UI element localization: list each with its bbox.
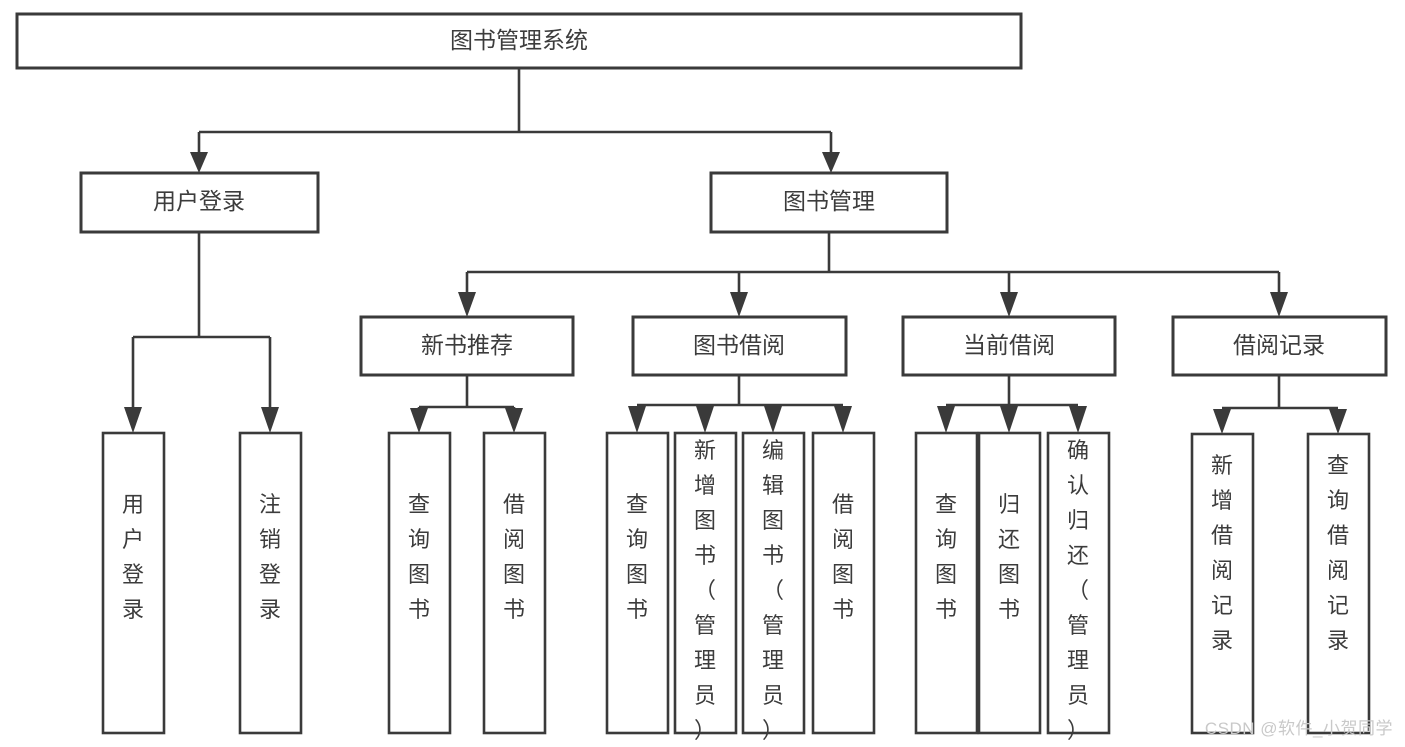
leaf-new-book-recommend-1[interactable]: 借阅图书 [482,431,547,735]
connector-borrow-record-to-leaves [1213,375,1347,434]
leaf-book-borrow-0[interactable]: 查询图书 [605,431,670,735]
node-book-borrow[interactable]: 图书借阅 [631,315,848,377]
book-borrow-label: 图书借阅 [693,332,785,358]
leaf-label: 新增图书（管理员） [694,438,716,743]
leaf-box [387,431,452,735]
connector-book-manage-to-level3 [458,232,1288,317]
leaf-current-borrow-0[interactable]: 查询图书 [914,431,979,735]
borrow-record-label: 借阅记录 [1233,332,1325,358]
node-new-book-recommend[interactable]: 新书推荐 [359,315,575,377]
leaf-book-borrow-3[interactable]: 借阅图书 [811,431,876,735]
leaf-book-borrow-1[interactable]: 新增图书（管理员） [673,431,738,743]
leaf-new-book-recommend-0[interactable]: 查询图书 [387,431,452,735]
node-user-login[interactable]: 用户登录 [79,171,320,234]
connector-user-login-to-leaves [124,232,279,433]
leaf-label: 注销登录 [259,492,281,622]
leaf-box [1046,431,1111,735]
leaf-box [101,431,166,735]
leaf-user-login-1[interactable]: 注销登录 [238,431,303,735]
connector-new-book-recommend-to-leaves [410,375,523,433]
leaf-book-borrow-2[interactable]: 编辑图书（管理员） [741,431,806,743]
connector-root-to-level2 [190,68,840,173]
book-manage-label: 图书管理 [783,188,875,214]
leaf-borrow-record-1[interactable]: 查询借阅记录 [1306,432,1371,735]
leaf-label: 查询借阅记录 [1327,453,1349,653]
user-login-label: 用户登录 [153,188,245,214]
leaf-box [605,431,670,735]
leaf-current-borrow-1[interactable]: 归还图书 [977,431,1042,735]
new-book-recommend-box [359,315,575,377]
arrow-to-user-login [190,152,208,173]
leaf-box [977,431,1042,735]
current-borrow-label: 当前借阅 [963,332,1055,358]
leaf-box [914,431,979,735]
arrow-to-book-manage [822,152,840,173]
node-current-borrow[interactable]: 当前借阅 [901,315,1117,377]
root-label: 图书管理系统 [450,27,588,53]
root-box [15,12,1023,70]
connector-book-borrow-to-leaves [628,375,852,433]
node-root[interactable]: 图书管理系统 [15,12,1023,70]
leaf-box [482,431,547,735]
leaf-borrow-record-0[interactable]: 新增借阅记录 [1190,432,1255,735]
leaf-box [741,431,806,735]
leaf-box [673,431,738,735]
leaf-box [238,431,303,735]
leaf-label: 归还图书 [998,492,1020,622]
leaf-label: 新增借阅记录 [1211,453,1233,653]
user-login-box [79,171,320,234]
leaf-label: 借阅图书 [503,492,525,622]
node-book-manage[interactable]: 图书管理 [709,171,949,234]
leaf-box [1306,432,1371,735]
leaf-label: 用户登录 [122,492,144,622]
connector-current-borrow-to-leaves [937,375,1087,433]
leaf-box [811,431,876,735]
leaf-label: 查询图书 [626,492,648,622]
node-borrow-record[interactable]: 借阅记录 [1171,315,1388,377]
leaf-box [1190,432,1255,735]
leaf-label: 借阅图书 [832,492,854,622]
new-book-recommend-label: 新书推荐 [421,332,513,358]
leaf-user-login-0[interactable]: 用户登录 [101,431,166,735]
current-borrow-box [901,315,1117,377]
leaf-label: 确认归还（管理员） [1067,438,1089,743]
leaf-label: 查询图书 [408,492,430,622]
leaf-label: 查询图书 [935,492,957,622]
leaf-label: 编辑图书（管理员） [762,438,784,743]
leaf-current-borrow-2[interactable]: 确认归还（管理员） [1046,431,1111,743]
